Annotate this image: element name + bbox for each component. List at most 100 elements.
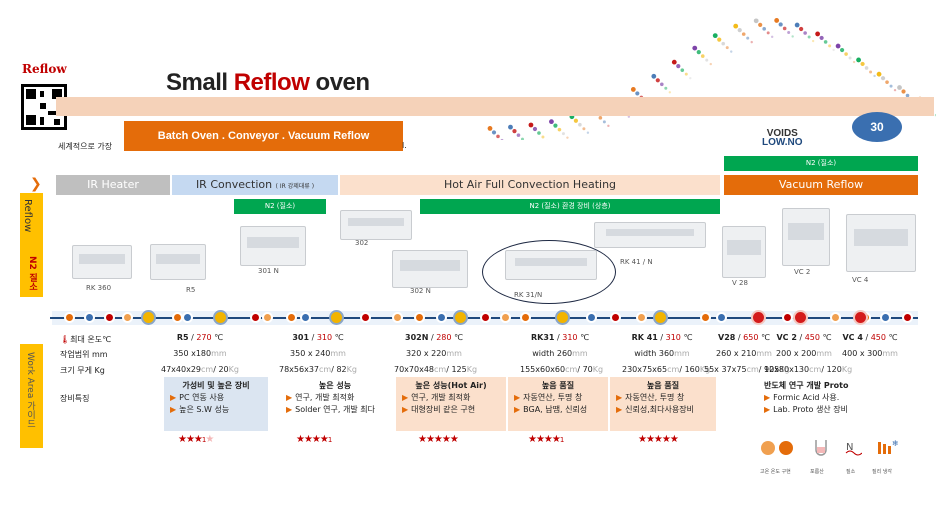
timeline-dot: [610, 312, 621, 323]
timeline-dot: [262, 312, 273, 323]
timeline-dot: [64, 312, 75, 323]
decorative-dot: [803, 31, 807, 35]
timeline-marker: [751, 310, 766, 325]
timeline-dot: [392, 312, 403, 323]
spec-size-weight: 230x75x65cm/ 160Kg: [622, 365, 711, 374]
decorative-dot: [725, 46, 729, 50]
decorative-dot: [660, 82, 664, 87]
decorative-dot: [885, 80, 889, 84]
decorative-dot: [782, 26, 787, 31]
decorative-dot: [815, 31, 821, 37]
decorative-dot: [753, 18, 759, 24]
oven-301n-image: [240, 226, 306, 266]
cooling-icon: ❄: [876, 438, 899, 456]
svg-text:N: N: [846, 442, 853, 453]
decorative-dot: [487, 126, 493, 131]
spec-max-temp: 301 / 310 ℃: [292, 333, 344, 342]
decorative-dot: [791, 35, 794, 38]
decorative-dot: [721, 41, 726, 46]
row-label-features: 장비특징: [60, 394, 90, 403]
decorative-dot: [717, 37, 722, 42]
anniversary-badge: 30: [852, 112, 902, 142]
brand-label: Reflow: [22, 62, 67, 76]
oven-label: 301 N: [258, 267, 279, 275]
timeline-marker: [653, 310, 668, 325]
tagline-end: l.: [402, 141, 407, 150]
decorative-dot: [491, 130, 497, 135]
batch-oven-label: Batch Oven . Conveyor . Vacuum Reflow: [124, 121, 403, 151]
high-temp-icon: [760, 438, 794, 456]
decorative-dot: [880, 76, 886, 81]
rating-stars: ★★★★1: [528, 434, 564, 445]
timeline-dot: [286, 312, 297, 323]
decorative-dot: [700, 54, 705, 58]
decorative-dot: [819, 35, 824, 41]
row-label-work-area: 작업범위 mm: [60, 350, 108, 359]
decorative-dot: [537, 131, 541, 135]
timeline-marker: [453, 310, 468, 325]
oven-label: 302 N: [410, 287, 431, 295]
decorative-dot: [758, 22, 763, 27]
decorative-dot: [671, 59, 677, 65]
decorative-dot: [516, 133, 521, 137]
oven-label: VC 2: [794, 268, 811, 276]
decorative-dot: [627, 115, 631, 118]
category-ir-convection: IR Convection ( IR 강제대류 ): [172, 175, 338, 195]
decorative-dot: [528, 122, 534, 128]
oven-vc4-image: [846, 214, 916, 272]
spec-work-area: 350 x180mm: [173, 349, 227, 358]
rating-stars: ★★★★1: [296, 434, 332, 445]
decorative-dot: [709, 62, 712, 66]
spec-work-area: 400 x 300mm: [842, 349, 898, 358]
category-ir-heater: IR Heater: [56, 175, 170, 195]
decorative-dot: [635, 91, 640, 96]
decorative-dot: [835, 43, 841, 49]
decorative-dot: [873, 74, 876, 78]
oven-label: RK 41 / N: [620, 258, 653, 266]
decorative-dot: [664, 86, 668, 90]
decorative-dot: [905, 93, 910, 98]
decorative-dot: [680, 68, 685, 72]
decorative-dot: [860, 61, 865, 67]
decorative-dot: [737, 28, 742, 33]
oven-302n-image: [392, 250, 468, 288]
icon-label: 포름산: [810, 469, 824, 475]
spec-work-area: 350 x 240mm: [290, 349, 346, 358]
timeline-dot: [902, 312, 913, 323]
decorative-dot: [508, 124, 513, 130]
timeline-dot: [782, 312, 793, 323]
spec-max-temp: RK 41 / 310 ℃: [631, 333, 693, 342]
oven-label: VC 4: [852, 276, 869, 284]
decorative-dot-arc: [487, 18, 936, 140]
spec-work-area: 320 x 220mm: [406, 349, 462, 358]
spec-size-weight: 47x40x29cm/ 20Kg: [161, 365, 239, 374]
decorative-dot: [598, 116, 603, 120]
oven-rk41n-image: [594, 222, 706, 248]
sidebar-n2: N2 질소: [27, 256, 37, 291]
decorative-dot: [750, 40, 753, 44]
decorative-dot: [586, 131, 590, 134]
decorative-dot: [553, 123, 558, 128]
timeline-dot: [480, 312, 491, 323]
decorative-dot: [901, 89, 906, 94]
rating-stars: ★★★1★: [178, 434, 214, 445]
decorative-dot: [730, 50, 733, 53]
decorative-dot: [496, 134, 500, 139]
decorative-dot: [844, 52, 848, 56]
decorative-dot: [848, 56, 852, 60]
timeline-marker: [793, 310, 808, 325]
rk31-highlight-ring: [482, 240, 616, 304]
feature-box: 높음 품질 ▶자동연산, 투명 창 ▶신뢰성,최다사용장비: [610, 377, 716, 431]
sidebar-reflow: Reflow: [20, 193, 43, 297]
decorative-dot: [668, 91, 672, 94]
decorative-dot: [512, 129, 517, 134]
timeline-dot: [500, 312, 511, 323]
timeline-dot: [104, 312, 115, 323]
decorative-dot: [689, 76, 692, 80]
spec-size-weight: 78x56x37cm/ 82Kg: [279, 365, 357, 374]
decorative-dot: [692, 45, 698, 51]
decorative-dot: [676, 64, 681, 69]
spec-max-temp: VC 4 / 450 ℃: [842, 333, 898, 342]
decorative-dot: [630, 87, 636, 92]
decorative-dot: [741, 32, 746, 36]
